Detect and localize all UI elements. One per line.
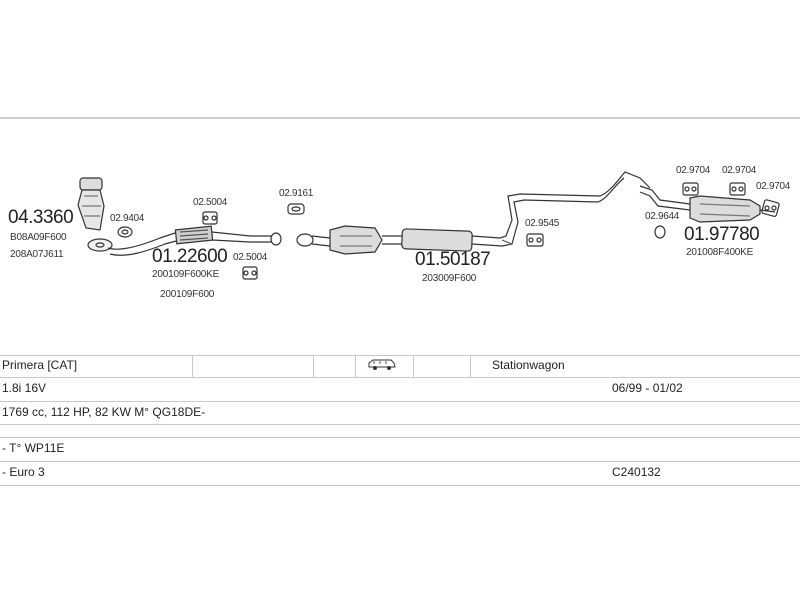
gasket-part-1[interactable] xyxy=(117,226,133,238)
hanger-part-1[interactable] xyxy=(202,211,218,225)
hanger-3-number: 02.9545 xyxy=(525,218,560,229)
hanger-part-3[interactable] xyxy=(526,233,544,247)
gasket-1-number: 02.9404 xyxy=(110,213,145,224)
rear-silencer-ref: 201008F400KE xyxy=(686,247,754,258)
rear-silencer-number: 01.97780 xyxy=(684,224,760,245)
hanger-part-5[interactable] xyxy=(729,182,746,196)
hanger-part-2[interactable] xyxy=(242,266,258,280)
hanger-1-number: 02.5004 xyxy=(193,197,228,208)
model-name: Primera [CAT] xyxy=(2,358,78,372)
emission-standard: - Euro 3 xyxy=(2,465,45,479)
hanger-5-number: 02.9704 xyxy=(722,165,757,176)
body-type: Stationwagon xyxy=(492,358,565,372)
front-pipe-part[interactable] xyxy=(107,225,282,256)
front-pipe-number: 01.22600 xyxy=(152,246,228,267)
front-pipe-ref-1: 200109F600KE xyxy=(152,269,220,280)
hanger-4-number: 02.9704 xyxy=(676,165,711,176)
exhaust-diagram: 04.3360 B08A09F600 208A07J611 02.9404 01… xyxy=(8,165,791,300)
row-engine: 1.8i 16V 06/99 - 01/02 xyxy=(0,378,800,398)
gasket-part-2[interactable] xyxy=(287,203,305,215)
hanger-6-number: 02.9704 xyxy=(756,181,791,192)
row-model: Primera [CAT] Stationwagon xyxy=(0,355,800,375)
engine-name: 1.8i 16V xyxy=(2,381,47,395)
station-wagon-car-icon xyxy=(367,356,397,375)
row-type: - T° WP11E xyxy=(0,438,800,458)
gasket-2-number: 02.9161 xyxy=(279,188,314,199)
middle-silencer-ref: 203009F600 xyxy=(422,273,477,284)
car-icon-svg xyxy=(368,359,396,370)
row-emission: - Euro 3 C240132 xyxy=(0,462,800,482)
exhaust-system-drawing xyxy=(77,171,780,280)
hanger-2-number: 02.5004 xyxy=(233,252,268,263)
rear-silencer-part[interactable] xyxy=(639,185,776,223)
row-spec: 1769 cc, 112 HP, 82 KW M° QG18DE- xyxy=(0,402,800,422)
sealing-ring-number: 02.9644 xyxy=(645,211,680,222)
catalog-code: C240132 xyxy=(612,465,661,479)
middle-silencer-part[interactable] xyxy=(296,171,651,255)
catalytic-converter-number: 04.3360 xyxy=(8,207,74,228)
sealing-ring-part[interactable] xyxy=(654,225,666,239)
catalytic-converter-ref-2: 208A07J611 xyxy=(10,249,64,260)
catalytic-converter-part[interactable] xyxy=(77,177,113,252)
catalytic-converter-ref-1: B08A09F600 xyxy=(10,232,67,243)
top-border xyxy=(0,117,800,119)
type-code: - T° WP11E xyxy=(2,441,65,455)
engine-spec: 1769 cc, 112 HP, 82 KW M° QG18DE- xyxy=(2,405,206,419)
hanger-part-6[interactable] xyxy=(761,199,780,217)
front-pipe-ref-2: 200109F600 xyxy=(160,289,215,300)
middle-silencer-number: 01.50187 xyxy=(415,249,491,270)
hanger-part-4[interactable] xyxy=(682,182,699,196)
production-dates: 06/99 - 01/02 xyxy=(612,381,683,395)
